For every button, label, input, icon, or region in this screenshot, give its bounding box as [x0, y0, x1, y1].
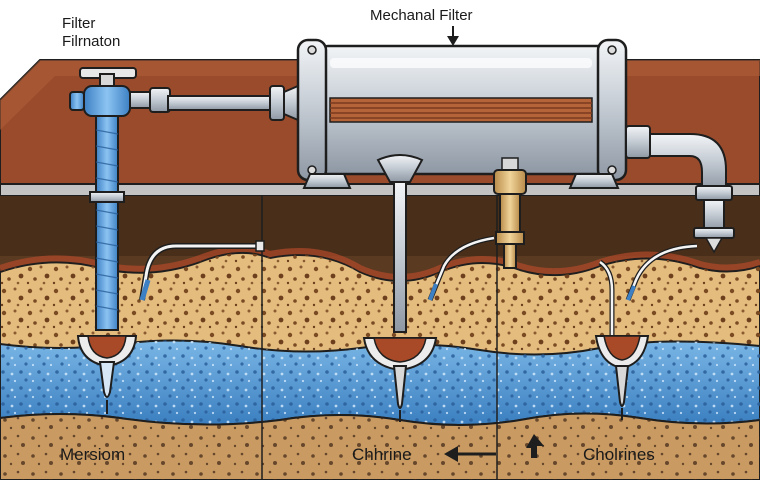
right-well — [594, 243, 698, 420]
filter-filtration-label: Filter Filrnaton — [62, 16, 120, 49]
brass-fitting — [493, 157, 527, 269]
bottom-center-label: Chhrine — [352, 445, 412, 464]
center-probe — [362, 181, 495, 422]
left-filtration-well — [69, 67, 265, 414]
right-outlet-pipe — [625, 125, 735, 254]
bottom-left-label: Mersiom — [60, 445, 126, 464]
label-line-1: Filter — [62, 15, 96, 32]
flow-arrow-up — [526, 434, 544, 458]
mechanical-filter-label: Mechanal Filter — [370, 7, 473, 24]
label-line-2: Filrnaton — [62, 33, 121, 50]
bottom-right-label: Cholrines — [583, 445, 655, 464]
mechanical-filter-tank — [167, 38, 628, 189]
flow-arrow-left — [444, 446, 496, 462]
filter-pointer-arrow — [447, 26, 459, 46]
